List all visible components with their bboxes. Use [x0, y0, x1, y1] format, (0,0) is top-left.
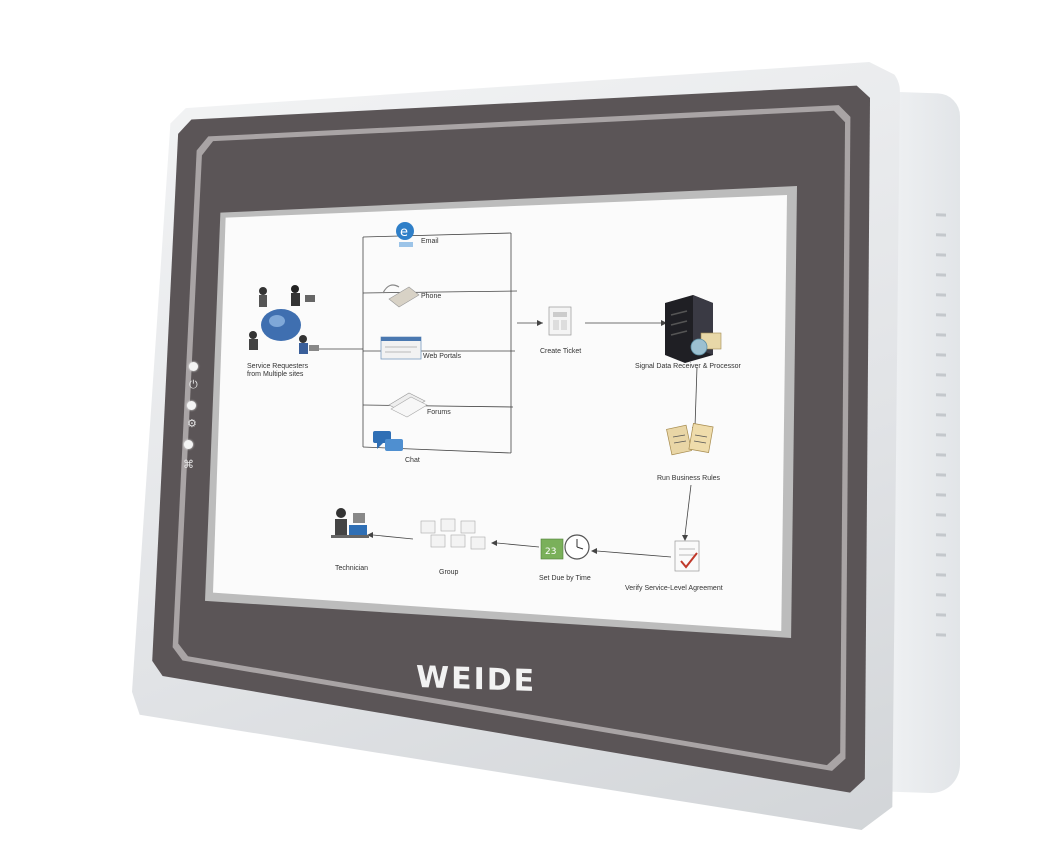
- brand-logo: WEIDE: [416, 659, 537, 700]
- group-icon: [420, 518, 486, 550]
- create-ticket-label: Create Ticket: [540, 348, 582, 355]
- run-led: [187, 401, 196, 410]
- processor-label: Signal Data Receiver & Processor: [635, 363, 741, 370]
- network-icon: ⌘: [183, 459, 194, 471]
- business-rules-icon: [666, 423, 714, 456]
- gear-icon: ⚙: [187, 418, 197, 430]
- power-icon: ⏻: [189, 379, 198, 391]
- network-led: [184, 440, 193, 449]
- channel-label-forums: Forums: [427, 409, 451, 416]
- forum-icon: [388, 392, 428, 418]
- sla-label: Verify Service-Level Agreement: [625, 585, 723, 592]
- requesters-label-2: from Multiple sites: [247, 371, 304, 378]
- email-icon: e: [396, 222, 414, 247]
- svg-text:e: e: [400, 225, 408, 240]
- technician-label: Technician: [335, 565, 369, 572]
- phone-icon: [382, 284, 420, 308]
- chat-icon: [373, 431, 403, 451]
- channel-label-web-portals: Web Portals: [423, 353, 461, 360]
- server-icon: [665, 295, 722, 363]
- service-requesters-icon: [249, 285, 319, 354]
- due-time-icon: 23: [540, 534, 590, 560]
- hmi-screen[interactable]: e: [213, 195, 787, 631]
- channel-label-email: Email: [421, 238, 439, 245]
- workflow-diagram: e: [249, 222, 722, 572]
- channel-label-chat: Chat: [405, 457, 420, 464]
- svg-text:23: 23: [545, 547, 556, 557]
- group-label: Group: [439, 569, 459, 576]
- create-ticket-icon: [548, 306, 572, 336]
- channel-label-phone: Phone: [421, 293, 442, 300]
- technician-icon: [331, 508, 369, 538]
- connector-lines: [313, 232, 698, 558]
- sla-checklist-icon: [674, 540, 700, 572]
- business-rules-label: Run Business Rules: [657, 475, 721, 482]
- due-time-label: Set Due by Time: [539, 575, 591, 582]
- requesters-label-1: Service Requesters: [247, 363, 309, 370]
- power-led: [189, 362, 198, 371]
- web-portal-icon: [380, 336, 422, 360]
